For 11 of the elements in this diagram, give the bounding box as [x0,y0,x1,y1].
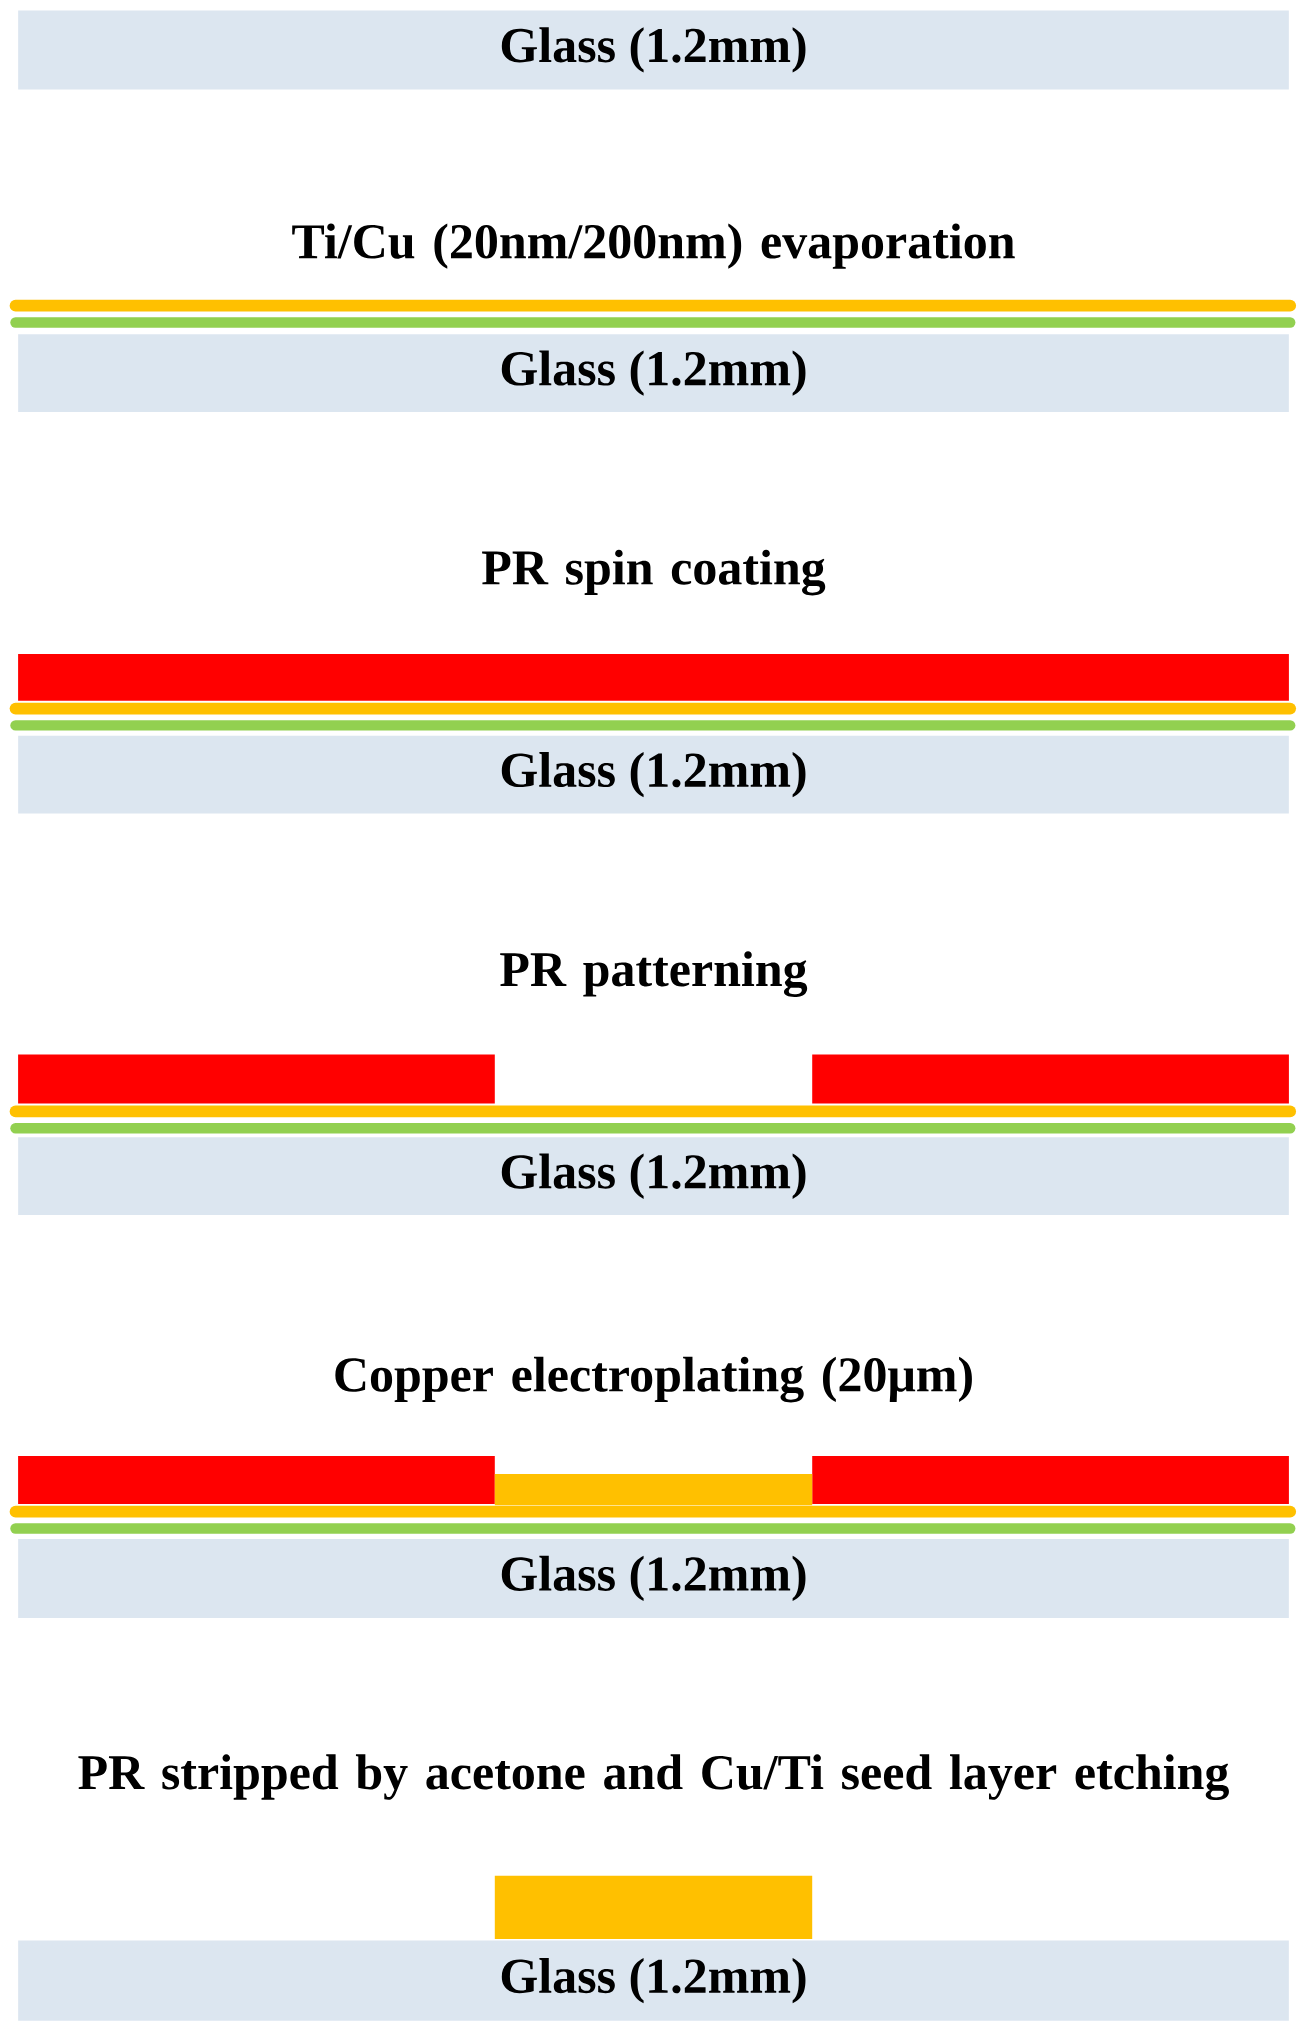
glass-substrate: Glass (1.2mm) [18,10,1289,90]
step-heading: PR spin coating [482,549,826,596]
glass-substrate: Glass (1.2mm) [18,1538,1289,1618]
step-heading: PR stripped by acetone and Cu/Ti seed layer etching [78,1754,1229,1801]
glass-substrate: Glass (1.2mm) [18,735,1289,814]
glass-substrate: Glass (1.2mm) [18,334,1289,412]
step-heading: Copper electroplating (20μm) [335,1356,972,1403]
step-heading: PR patterning [500,951,808,997]
glass-substrate: Glass (1.2mm) [18,1137,1289,1216]
glass-substrate: Glass (1.2mm) [18,1940,1289,2021]
step-heading: Ti/Cu (20nm/200nm) evaporation [292,223,1015,269]
